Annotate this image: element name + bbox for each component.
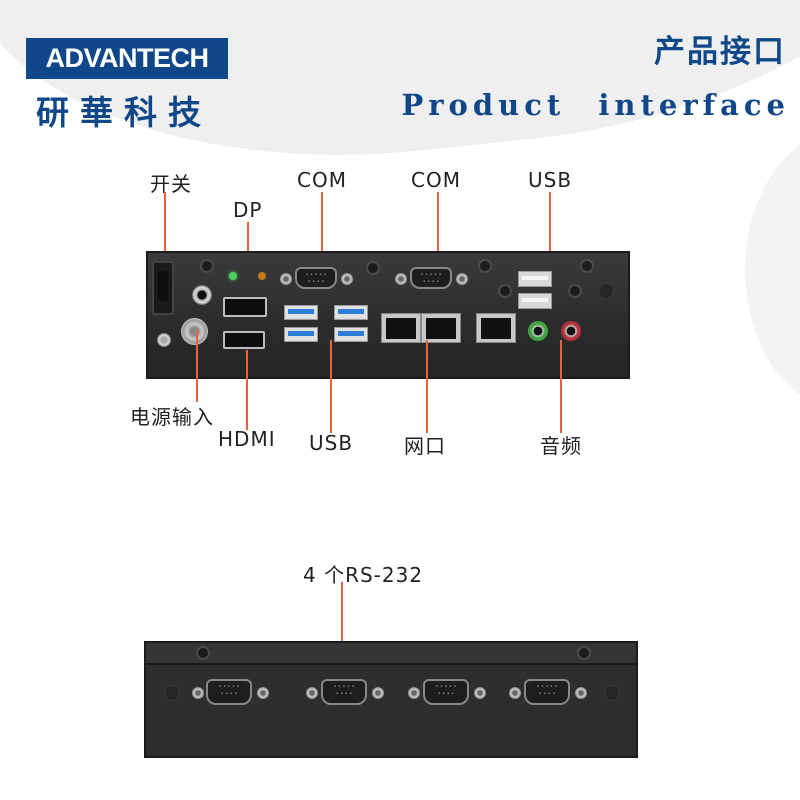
rs232-port-2 xyxy=(321,679,367,705)
page-title-cn: 产品接口 xyxy=(654,34,786,70)
leader-line-rs232 xyxy=(341,582,343,688)
power-jack xyxy=(192,285,212,305)
com-screw-icon xyxy=(280,273,292,285)
leader-line-usb-bottom xyxy=(330,340,332,433)
leader-line-com-1 xyxy=(321,192,323,280)
switch-rocker xyxy=(158,271,168,301)
background-circle xyxy=(745,130,800,410)
com-screw-icon xyxy=(395,273,407,285)
rubber-plug xyxy=(598,283,614,299)
screw-icon xyxy=(580,259,594,273)
com-port-2 xyxy=(410,267,452,289)
com-screw-icon xyxy=(509,687,521,699)
advantech-logo: ADVANTECH xyxy=(26,38,228,79)
screw-icon xyxy=(366,261,380,275)
com-screw-icon xyxy=(306,687,318,699)
screw-icon xyxy=(568,284,582,298)
com-screw-icon xyxy=(372,687,384,699)
audio-line-out-jack xyxy=(528,321,548,341)
power-switch[interactable] xyxy=(152,261,174,315)
com-screw-icon xyxy=(456,273,468,285)
screw-icon xyxy=(478,259,492,273)
screw-icon xyxy=(196,646,210,660)
lan-port xyxy=(421,313,461,343)
rear-io-panel xyxy=(144,641,638,758)
label-switch: 开关 xyxy=(150,172,192,196)
com-screw-icon xyxy=(474,687,486,699)
rubber-plug xyxy=(604,685,620,701)
logo-chinese-name: 研華科技 xyxy=(36,93,212,132)
usb3-port xyxy=(334,305,368,320)
rs232-port-1 xyxy=(206,679,252,705)
usb3-port xyxy=(284,305,318,320)
com-port-1 xyxy=(295,267,337,289)
label-power-input: 电源输入 xyxy=(130,405,214,429)
leader-line-power-input xyxy=(196,330,198,402)
leader-line-hdmi xyxy=(246,350,248,430)
screw-icon xyxy=(200,259,214,273)
power-input-connector xyxy=(181,318,208,345)
usb2-port xyxy=(518,271,552,287)
leader-line-usb-top xyxy=(549,192,551,280)
label-rs232: 4 个RS-232 xyxy=(303,563,424,587)
label-usb-top: USB xyxy=(528,168,573,192)
com-screw-icon xyxy=(257,687,269,699)
label-lan: 网口 xyxy=(404,434,446,458)
usb3-port xyxy=(334,327,368,342)
label-usb-bottom: USB xyxy=(309,431,354,455)
rs232-port-4 xyxy=(524,679,570,705)
label-audio: 音频 xyxy=(540,434,582,458)
audio-mic-in-jack xyxy=(561,321,581,341)
hdmi-port xyxy=(223,331,265,349)
usb2-port xyxy=(518,293,552,309)
com-screw-icon xyxy=(192,687,204,699)
page-title-en: Product interface xyxy=(401,88,790,122)
lan-port xyxy=(476,313,516,343)
displayport-port xyxy=(223,297,267,317)
screw-icon xyxy=(577,646,591,660)
com-screw-icon xyxy=(575,687,587,699)
panel-lip xyxy=(146,643,636,665)
label-com-2: COM xyxy=(411,168,461,192)
leader-line-audio xyxy=(560,340,562,433)
label-dp: DP xyxy=(233,198,263,222)
com-screw-icon xyxy=(408,687,420,699)
label-hdmi: HDMI xyxy=(218,427,276,451)
lan-port xyxy=(381,313,421,343)
ground-terminal-icon xyxy=(157,333,171,347)
com-screw-icon xyxy=(341,273,353,285)
front-io-panel xyxy=(146,251,630,379)
rubber-plug xyxy=(164,685,180,701)
leader-line-lan xyxy=(426,340,428,433)
label-com-1: COM xyxy=(297,168,347,192)
rs232-port-3 xyxy=(423,679,469,705)
hdd-led-icon xyxy=(258,272,266,280)
power-led-icon xyxy=(229,272,237,280)
leader-line-com-2 xyxy=(437,192,439,281)
usb3-port xyxy=(284,327,318,342)
screw-icon xyxy=(498,284,512,298)
leader-line-switch xyxy=(164,192,166,287)
